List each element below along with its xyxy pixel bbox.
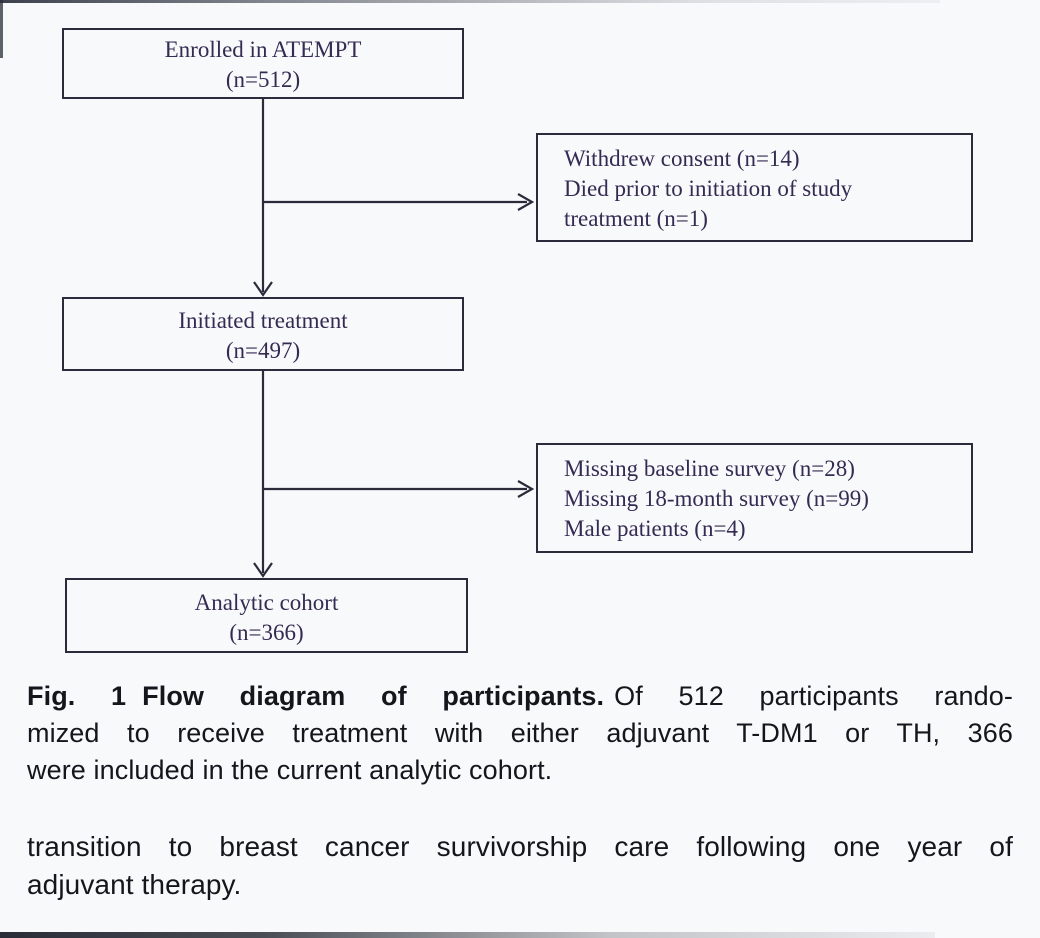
flow-box-withdrew-line-2: Died prior to initiation of study [564, 176, 853, 201]
figure-caption-line-1-rest: Of 512 participants rando- [614, 681, 1013, 711]
figure-caption-line-3: were included in the current analytic co… [27, 755, 553, 785]
flow-box-withdrew-line-1: Withdrew consent (n=14) [564, 146, 800, 171]
frame-artifact-left [0, 0, 3, 58]
flow-box-initiated-line-1: Initiated treatment [178, 308, 348, 333]
frame-artifact-bottom [0, 932, 935, 938]
flow-box-analytic-line-1: Analytic cohort [194, 590, 339, 615]
flow-box-excluded-line-2: Missing 18-month survey (n=99) [564, 486, 869, 511]
flow-box-withdrew: Withdrew consent (n=14) Died prior to in… [536, 133, 973, 242]
arrow-right-head-2 [517, 480, 535, 498]
body-paragraph-line-1: transition to breast cancer survivorship… [27, 831, 1013, 862]
body-paragraph-line-2: adjuvant therapy. [27, 869, 242, 900]
arrow-right-head-1 [517, 193, 535, 211]
figure-caption: Fig. 1 Flow diagram of participants. Of 51… [27, 678, 1013, 789]
flow-box-enrolled: Enrolled in ATEMPT (n=512) [62, 28, 464, 99]
flow-box-enrolled-line-2: (n=512) [225, 67, 301, 92]
flow-box-analytic: Analytic cohort (n=366) [65, 578, 468, 653]
flow-box-excluded-line-1: Missing baseline survey (n=28) [564, 456, 855, 481]
frame-artifact-top [0, 0, 940, 3]
body-paragraph: transition to breast cancer survivorship… [27, 828, 1013, 904]
flow-box-initiated-line-2: (n=497) [225, 338, 301, 363]
figure-caption-label: Fig. 1 [27, 681, 127, 711]
flow-box-excluded: Missing baseline survey (n=28) Missing 1… [536, 443, 973, 553]
flow-box-analytic-line-2: (n=366) [229, 620, 304, 645]
arrow-down-head-2 [253, 562, 273, 578]
figure-caption-line-2: mized to receive treatment with either a… [27, 718, 1013, 748]
figure-caption-title: Flow diagram of participants. [142, 681, 605, 711]
flow-box-withdrew-line-3: treatment (n=1) [564, 206, 708, 231]
flow-box-initiated: Initiated treatment (n=497) [62, 297, 464, 371]
flow-box-enrolled-line-1: Enrolled in ATEMPT [164, 37, 362, 62]
figure-caption-line-1: Fig. 1 Flow diagram of participants. Of 51… [27, 678, 1013, 715]
flow-box-excluded-line-3: Male patients (n=4) [564, 516, 746, 541]
arrow-down-head-1 [253, 281, 273, 297]
